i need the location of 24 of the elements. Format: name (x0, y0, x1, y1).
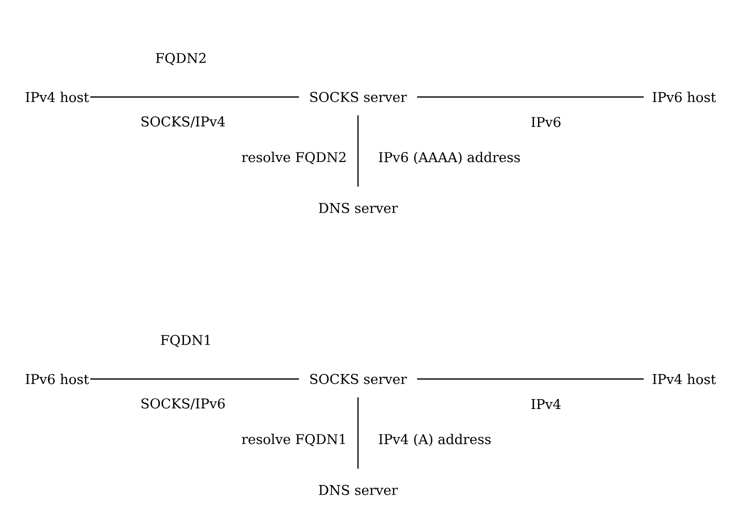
connector-line (417, 378, 644, 380)
edge-label: IPv6 (531, 116, 560, 128)
node-label: DNS server (318, 484, 398, 496)
node-label: SOCKS server (310, 92, 407, 102)
edge-label: resolve FQDN2 (242, 152, 346, 164)
node-label: SOCKS server (310, 374, 407, 384)
node-label: DNS server (318, 202, 398, 214)
text-label: IPv6 (AAAA) address (378, 152, 520, 164)
connector-line (357, 397, 359, 469)
connector-line (90, 96, 299, 98)
edge-label: resolve FQDN1 (242, 434, 345, 446)
text-label: FQDN1 (160, 334, 210, 348)
connector-line (90, 378, 299, 380)
text-label: IPv4 (A) address (378, 434, 491, 446)
node-label: IPv4 host (26, 92, 89, 102)
node-label: IPv6 host (652, 92, 716, 102)
text-label: FQDN2 (156, 52, 206, 66)
edge-label: SOCKS/IPv4 (142, 116, 225, 128)
node-label: IPv6 host (26, 374, 89, 384)
connector-line (357, 115, 359, 187)
edge-label: SOCKS/IPv6 (142, 398, 225, 410)
edge-label: IPv4 (531, 398, 561, 409)
connector-line (417, 96, 644, 98)
node-label: IPv4 host (652, 374, 716, 384)
